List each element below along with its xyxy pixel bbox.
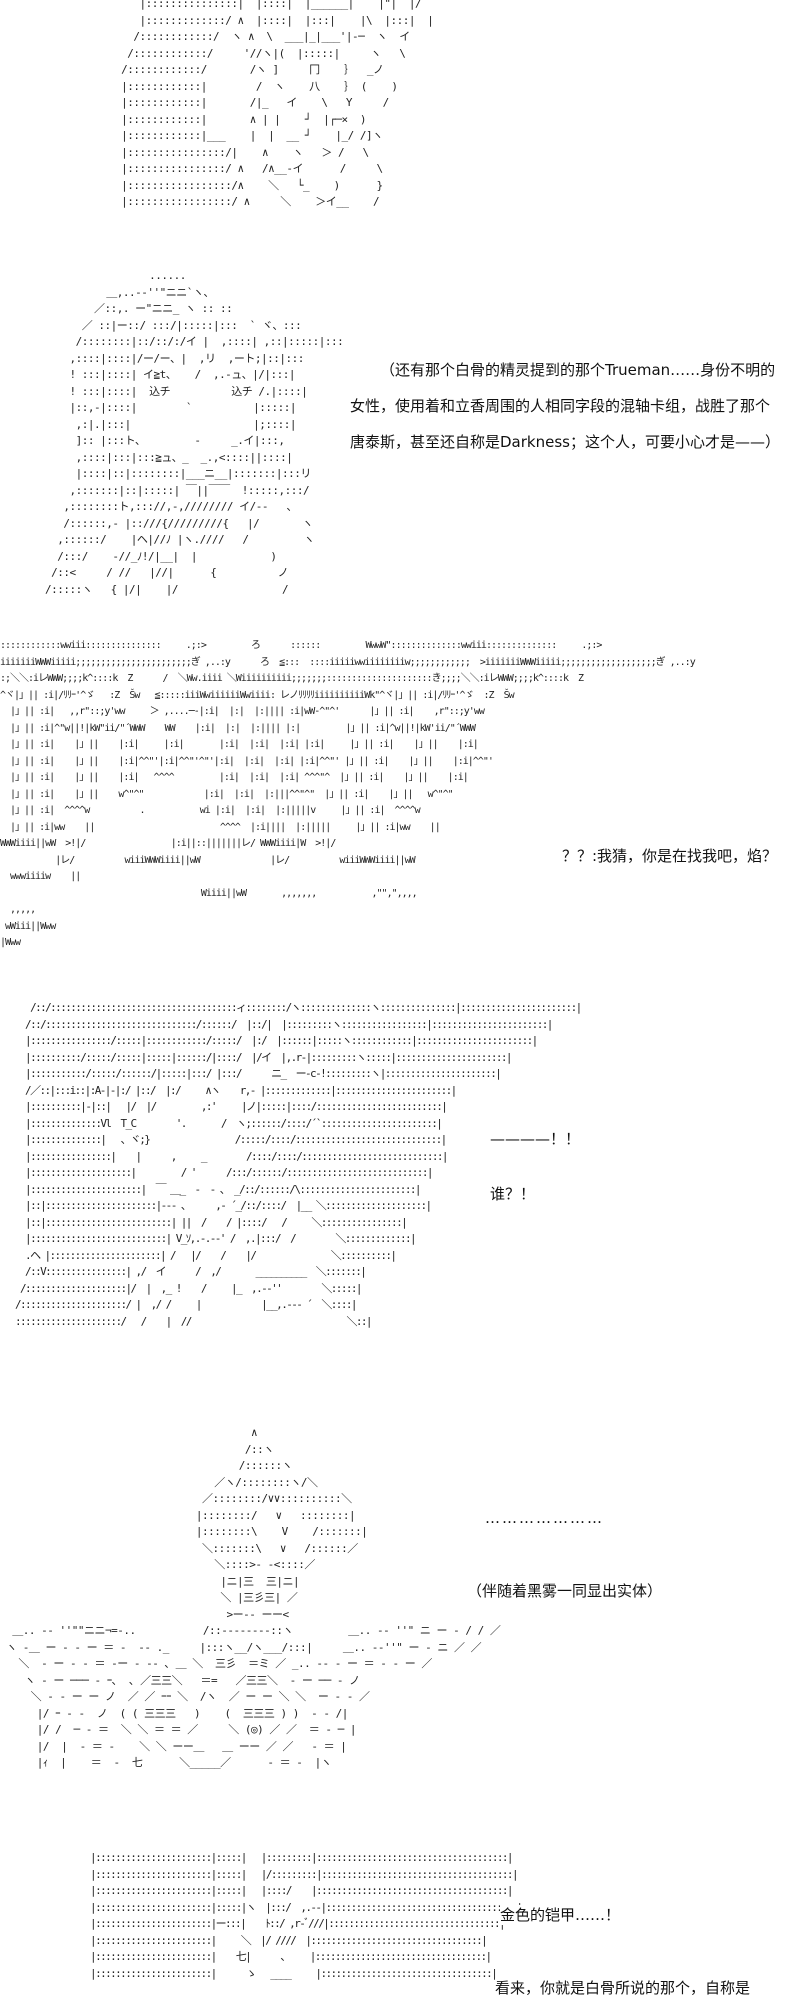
dialogue-golden-armor: 金色的铠甲……！ [500,1905,621,1925]
ascii-art-panel-2: ...... ＿,..-‐''"ニニ`ヽ、 ／::,. ー"ニニ_ ヽ :: :… [45,269,344,596]
narration-monologue: （还有那个白骨的精灵提到的那个Trueman……身份不明的女性，使用着和立香周围… [350,352,780,460]
narration-black-mist: （伴随着黑雾一同显出实体） [467,1581,663,1601]
ascii-art-panel-1: |:::::::::::::::| |::::| |______| |"| |/… [121,0,434,208]
ascii-art-panel-5: ∧ /::ヽ /::::::ヽ ／ヽ/::::::::ヽ/＼ ／::::::::… [6,1426,501,1769]
dialogue-ellipsis: ………………… [485,1508,604,1528]
dialogue-exclaim: ————！！ [490,1129,581,1149]
ascii-art-panel-6: |:::::::::::::::::::::::|:::::| |:::::::… [90,1851,523,1980]
ascii-art-panel-4: /::/::::::::::::::::::::::::::::::::::::… [15,1001,582,1328]
dialogue-who: 谁？！ [490,1184,536,1204]
dialogue-self-proclaimed: 看来，你就是白骨所说的那个，自称是 [495,1978,751,1998]
dialogue-question: ？？:我猜，你是在找我吧，焰？ [562,846,778,866]
ascii-art-panel-3: ::::::::::::wwiii::::::::::::::: .;:> ろ … [0,640,696,948]
